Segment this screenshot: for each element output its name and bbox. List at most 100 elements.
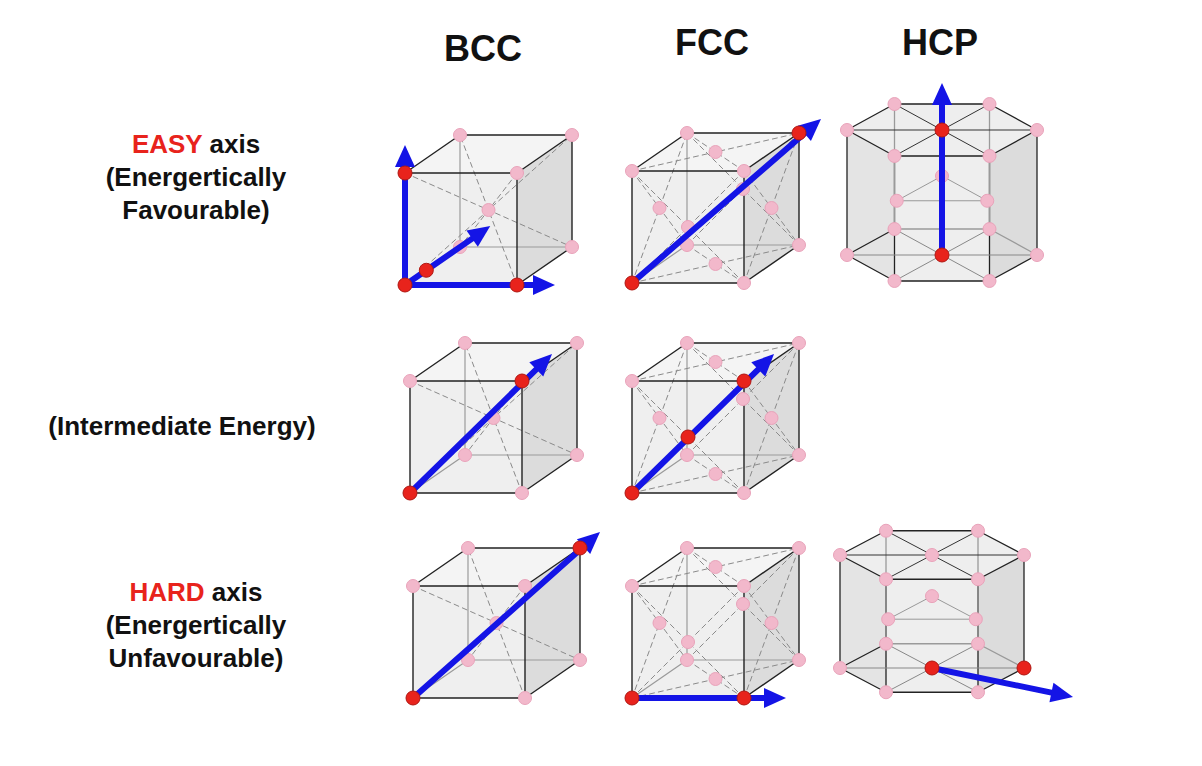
arrow-head [533, 275, 555, 295]
row-label: EASY axis(Energertically Favourable) [61, 128, 331, 227]
edge-line [886, 530, 978, 531]
face-diagonal [632, 343, 799, 381]
face-diagonal [632, 586, 687, 660]
edge-line [631, 586, 632, 698]
edge-line [460, 246, 572, 247]
atom [738, 692, 751, 705]
edge-line [687, 244, 799, 245]
edge-line [978, 644, 1024, 668]
atom [516, 487, 529, 500]
atom [1018, 549, 1031, 562]
atom [880, 573, 893, 586]
edge-line [413, 585, 525, 586]
face-diagonal [632, 586, 744, 698]
atom [793, 542, 806, 555]
edge-line [990, 130, 1038, 156]
face-diagonal [687, 133, 744, 171]
axis-keyword: HARD [130, 577, 205, 607]
edge-line [459, 135, 460, 247]
edge-line [631, 381, 632, 493]
atom [926, 590, 939, 603]
atom [709, 673, 722, 686]
edge-line [798, 343, 799, 455]
arrow-head [932, 83, 952, 105]
atom [459, 449, 472, 462]
highlighted-atom [935, 123, 949, 137]
atom [983, 274, 996, 287]
edge-line [978, 531, 1024, 555]
arrow-head [529, 354, 552, 377]
atom [709, 356, 722, 369]
edge-line [412, 586, 413, 698]
axis-arrow [632, 369, 758, 493]
atom [972, 524, 985, 537]
axis-heading: EASY axis [61, 128, 331, 161]
atom [765, 412, 778, 425]
arrow-head [751, 354, 774, 377]
row-label: HARD axis(Energertically Unfavourable) [61, 576, 331, 675]
atom [682, 636, 695, 649]
axis-arrow [632, 133, 804, 283]
highlighted-atom [403, 486, 417, 500]
edge-line [886, 643, 978, 644]
atom [926, 662, 939, 675]
edge-line [990, 104, 1038, 130]
atom [793, 127, 806, 140]
face-diagonal [744, 381, 799, 455]
atom [834, 549, 847, 562]
side-face [978, 555, 1024, 692]
face-diagonal [632, 171, 687, 245]
atom [983, 223, 996, 236]
edge-line [405, 135, 460, 173]
axis-word: axis [209, 129, 260, 159]
face-diagonal [687, 548, 799, 660]
atom [1031, 249, 1044, 262]
atom [890, 194, 903, 207]
edge-line [632, 660, 687, 698]
axis-arrow [410, 369, 536, 493]
atom [738, 277, 751, 290]
atom [936, 124, 949, 137]
atom [462, 542, 475, 555]
atom [626, 277, 639, 290]
atom [765, 617, 778, 630]
axis-arrow [413, 547, 584, 698]
edge-line [687, 342, 799, 343]
atom [407, 580, 420, 593]
column-header: HCP [902, 22, 978, 64]
body-diagonal [410, 381, 577, 455]
atom [571, 337, 584, 350]
side-face [744, 133, 799, 283]
edge-line [632, 170, 744, 171]
atom [834, 662, 847, 675]
atom [972, 686, 985, 699]
edge-line [932, 596, 976, 619]
edge-line [632, 548, 687, 586]
atom [793, 239, 806, 252]
atom [926, 549, 939, 562]
highlighted-atom [398, 278, 412, 292]
body-diagonal [460, 173, 517, 247]
edge-line [517, 135, 572, 173]
face-diagonal [687, 245, 744, 283]
atom [936, 249, 949, 262]
side-face [517, 135, 572, 285]
face-diagonal [632, 548, 799, 586]
axis-keyword: EASY [132, 129, 202, 159]
face-diagonal [632, 133, 799, 171]
face-diagonal [744, 133, 799, 283]
face-diagonal [687, 343, 799, 455]
highlighted-atom [625, 276, 639, 290]
edge-line [632, 492, 744, 493]
face-diagonal [687, 343, 744, 381]
edge-line [897, 176, 942, 201]
face-diagonal [632, 548, 687, 698]
atom [880, 524, 893, 537]
edge-line [895, 280, 990, 281]
atom [459, 337, 472, 350]
atom [566, 241, 579, 254]
atom [793, 337, 806, 350]
face-diagonal [744, 586, 799, 660]
atom [682, 431, 695, 444]
highlighted-atom [419, 263, 433, 277]
